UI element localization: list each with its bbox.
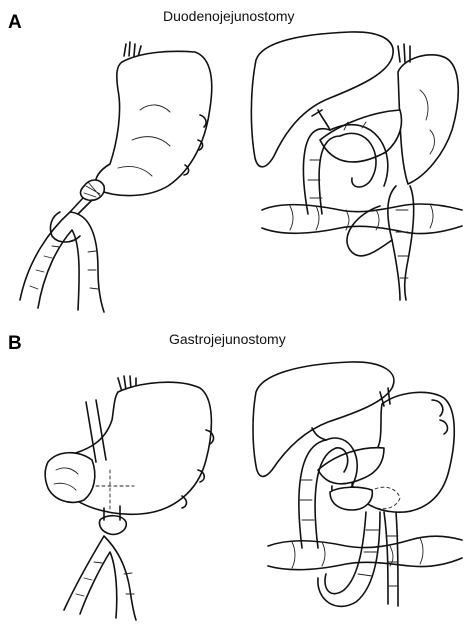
panel-a-anatomy-drawing [250, 31, 463, 301]
panel-b-anatomy-drawing [252, 361, 463, 608]
panel-b-letter: B [8, 333, 22, 354]
panel-a-letter: A [8, 12, 22, 33]
panel-a-title: Duodenojejunostomy [163, 8, 295, 24]
panel-b-title: Gastrojejunostomy [169, 331, 286, 347]
panel-b-stomach-drawing [44, 375, 215, 621]
panel-a-stomach-drawing [19, 41, 213, 313]
